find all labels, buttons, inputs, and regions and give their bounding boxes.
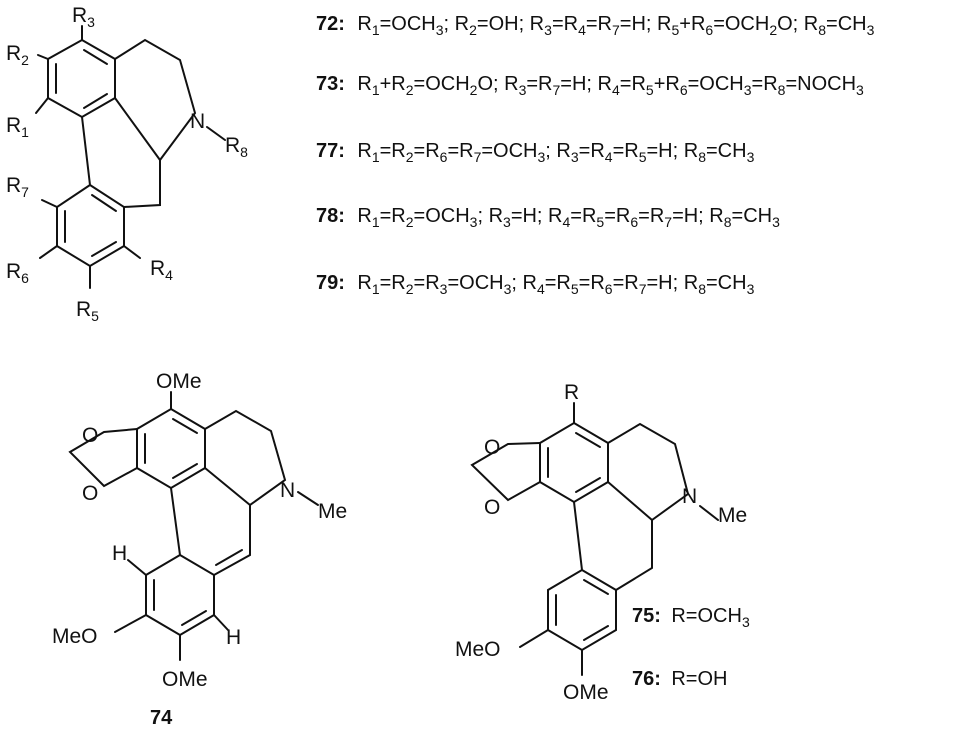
definition-79: 79: R1​=R2​=R3​=OCH3​; R4​=R5​=R6​=R7​=H… [316,272,755,297]
n-methyl-label: Me [318,500,347,523]
compound-74-structure: OMe O O N Me H H MeO OMe 74 [52,370,347,729]
definition-text-72: R1​=OCH3​; R2​=OH; R3​=R4​=R7​=H; R5​+R6… [357,13,874,38]
compound-number-79: 79: [316,272,345,294]
substituent-definitions: 72: R1​=OCH3​; R2​=OH; R3​=R4​=R7​=H; R5… [316,13,875,297]
compound-number-73: 73: [316,73,345,95]
compound-number-78: 78: [316,205,345,227]
substituent-r5: R5​ [76,298,99,324]
compound-number-77: 77: [316,140,345,162]
dioxole-oxygen-upper: O [82,424,98,447]
substituent-r4: R4​ [150,257,173,283]
meo-label: MeO [52,625,98,648]
substituent-r8: R8​ [225,134,248,160]
compound-number-72: 72: [316,13,345,35]
nitrogen-atom: N [682,485,697,508]
dioxole-oxygen-lower: O [484,496,500,519]
definition-72: 72: R1​=OCH3​; R2​=OH; R3​=R4​=R7​=H; R5… [316,13,875,38]
variant-text-75: R=OCH3​ [671,605,750,630]
compound-number-75: 75: [632,605,661,627]
substituent-r1: R1​ [6,114,29,140]
top-methoxy-label: OMe [156,370,202,393]
variant-text-76: R=OH [671,668,727,690]
definition-73: 73: R1​+R2​=OCH2​O; R3​=R7​=H; R4​=R5​+R… [316,73,864,98]
substituent-r7: R7​ [6,174,29,200]
ome-label: OMe [162,668,208,691]
meo-label: MeO [455,638,501,661]
hydrogen-right: H [226,626,241,649]
definition-78: 78: R1​=R2​=OCH3​; R3​=H; R4​=R5​=R6​=R7… [316,205,780,230]
definition-text-77: R1​=R2​=R6​=R7​=OCH3​; R3​=R4​=R5​=H; R8… [357,140,754,165]
general-aporphine-structure: R3​ R2​ R1​ R7​ R6​ R5​ R4​ R8​ N [6,4,248,324]
definition-text-78: R1​=R2​=OCH3​; R3​=H; R4​=R5​=R6​=R7​=H;… [357,205,780,230]
dioxole-oxygen-upper: O [484,436,500,459]
variant-76: 76: R=OH [632,668,727,690]
compound-75-76-structure: R O O N Me MeO OMe 75: R=OCH3​ 76: R=OH [455,381,750,704]
n-methyl-label: Me [718,504,747,527]
r-substituent-label: R [564,381,579,404]
substituent-r2: R2​ [6,42,29,68]
dioxole-oxygen-lower: O [82,482,98,505]
compound-number-74: 74 [150,707,173,729]
substituent-r6: R6​ [6,260,29,286]
hydrogen-left: H [112,542,127,565]
definition-77: 77: R1​=R2​=R6​=R7​=OCH3​; R3​=R4​=R5​=H… [316,140,755,165]
substituent-r3: R3​ [72,4,95,30]
nitrogen-atom: N [280,479,295,502]
definition-text-79: R1​=R2​=R3​=OCH3​; R4​=R5​=R6​=R7​=H; R8… [357,272,754,297]
compound-number-76: 76: [632,668,661,690]
definition-text-73: R1​+R2​=OCH2​O; R3​=R7​=H; R4​=R5​+R6​=O… [357,73,864,98]
variant-75: 75: R=OCH3​ [632,605,750,630]
ome-label: OMe [563,681,609,704]
nitrogen-atom: N [190,110,205,133]
